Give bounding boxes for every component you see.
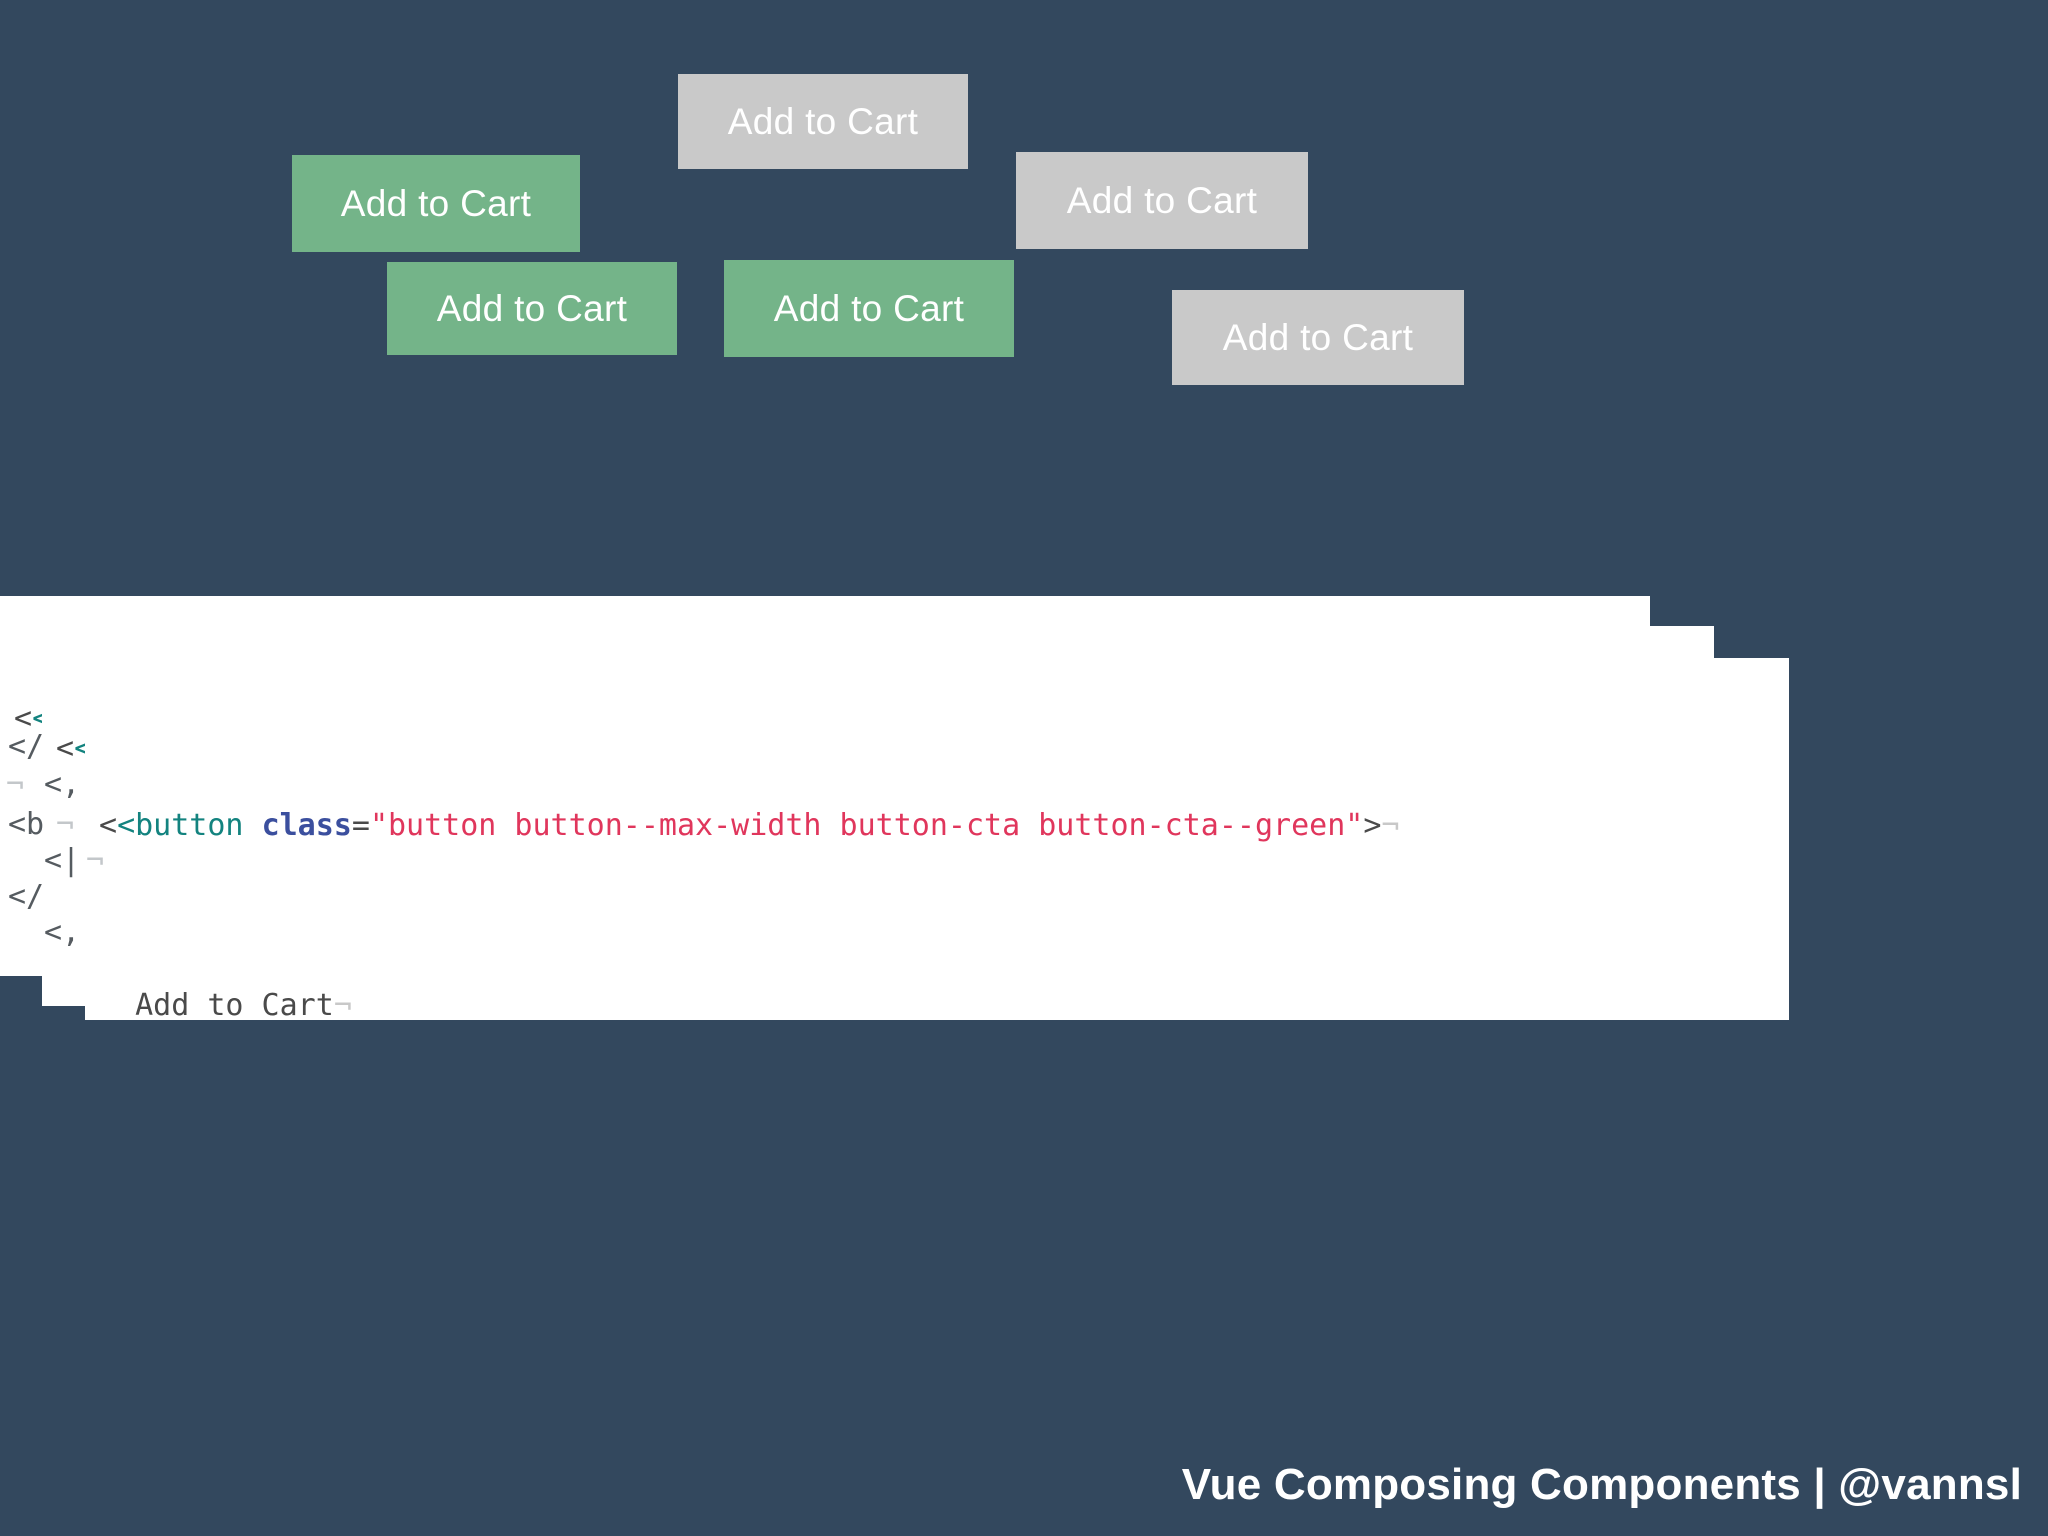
code-token-inner-text: Add to Cart (135, 988, 334, 1020)
slide-footer: Vue Composing Components | @vannsl (1181, 1460, 2022, 1509)
add-to-cart-button-green-left[interactable]: Add to Cart (292, 155, 580, 252)
add-to-cart-button-disabled-right[interactable]: Add to Cart (1016, 152, 1308, 249)
code-token-eol: ¬ (333, 988, 352, 1020)
code-fragment: </ (8, 729, 45, 764)
add-to-cart-button-green-lower-center[interactable]: Add to Cart (724, 260, 1014, 357)
code-token-quote-open: " (369, 808, 388, 843)
code-token-angle: < (14, 701, 33, 736)
code-token-tag: <button (117, 808, 244, 843)
code-panel-front-lines: <<button class="button button--max-width… (85, 658, 1789, 1020)
code-token-classes: button button--max-width button-cta butt… (388, 808, 1346, 843)
code-indent (99, 988, 135, 1020)
code-fragment: ¬ (6, 767, 25, 802)
code-fragment: <| (44, 843, 81, 878)
add-to-cart-button-green-lower-left[interactable]: Add to Cart (387, 262, 677, 355)
code-token-gt: > (1363, 808, 1382, 843)
code-token-angle: < (56, 731, 75, 766)
code-panel-front: <<button class="button button--max-width… (85, 658, 1789, 1020)
code-panel-stack: <<button class="button button--max-width… (0, 596, 2048, 1036)
code-line: Add to Cart¬ (99, 983, 1789, 1020)
code-fragment: <b (8, 807, 45, 842)
code-fragment: ¬ (86, 843, 105, 878)
code-fragment: <, (44, 915, 81, 950)
code-line: <<button class="button button--max-width… (99, 803, 1789, 848)
code-fragment: <, (44, 767, 81, 802)
add-to-cart-button-disabled-top[interactable]: Add to Cart (678, 74, 968, 169)
add-to-cart-button-disabled-lower-right[interactable]: Add to Cart (1172, 290, 1464, 385)
code-token-space (244, 808, 262, 843)
code-token-attr: class (261, 808, 352, 843)
code-token-eol: ¬ (1381, 808, 1400, 843)
code-fragment: </ (8, 879, 45, 914)
code-token-equals: = (351, 808, 370, 843)
code-token-quote-close: " (1345, 808, 1364, 843)
code-token-angle: < (99, 808, 118, 843)
code-fragment: ¬ (56, 807, 75, 842)
